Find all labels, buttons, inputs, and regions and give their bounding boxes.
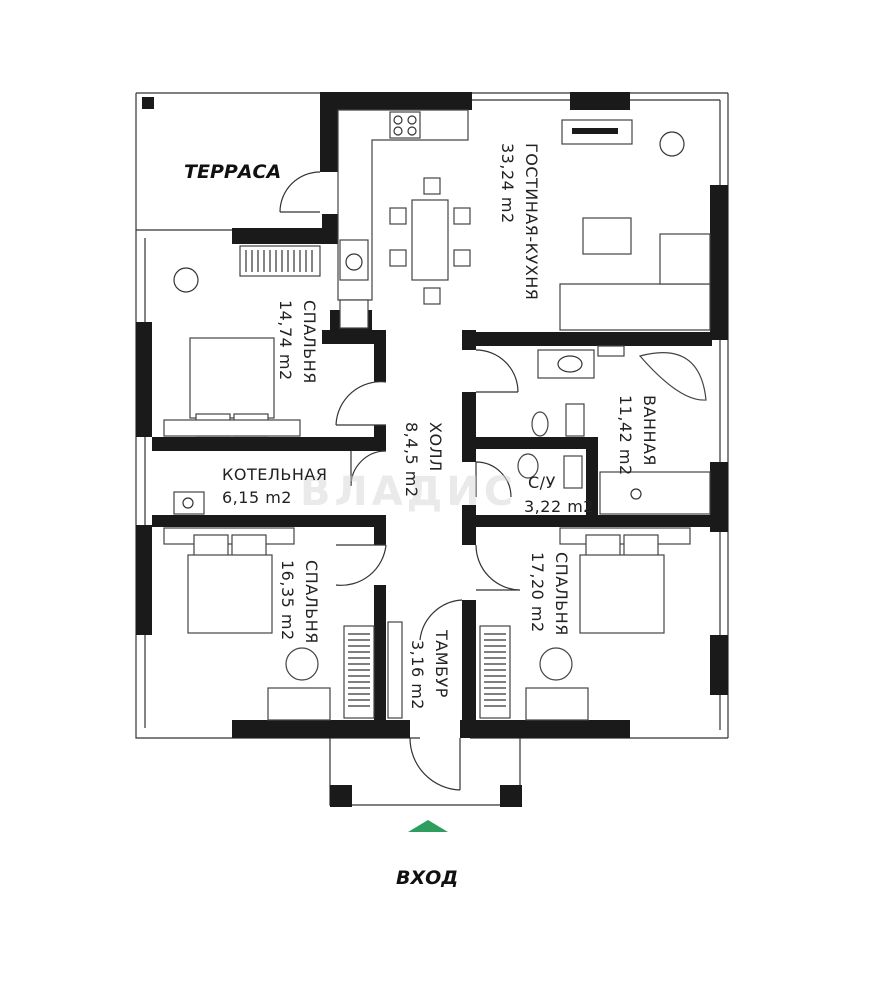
- wc-area: 3,22 m2: [524, 497, 594, 516]
- bedroom-1-area: 14,74 m2: [276, 300, 295, 381]
- bedroom-3-name: СПАЛЬНЯ: [552, 552, 571, 636]
- wc-name: С/У: [528, 473, 556, 492]
- hall-area: 8,4,5 m2: [402, 422, 421, 498]
- terrace-label: ТЕРРАСА: [184, 161, 281, 183]
- watermark: ВЛАДИС: [300, 469, 517, 515]
- boiler-room-area: 6,15 m2: [222, 488, 292, 507]
- bedroom-2-name: СПАЛЬНЯ: [302, 560, 321, 644]
- living-kitchen-name: ГОСТИНАЯ-КУХНЯ: [522, 143, 541, 300]
- walls: [136, 92, 728, 807]
- vestibule-name: ТАМБУР: [432, 629, 451, 698]
- bathroom-area: 11,42 m2: [616, 395, 635, 476]
- vestibule-area: 3,16 m2: [408, 640, 427, 710]
- bathroom-name: ВАННАЯ: [640, 395, 659, 466]
- entrance-label: ВХОД: [396, 867, 458, 889]
- living-kitchen-area: 33,24 m2: [498, 143, 517, 224]
- bedroom-1-name: СПАЛЬНЯ: [300, 300, 319, 384]
- entrance-arrow-icon: [408, 820, 448, 832]
- doors: [279, 171, 521, 791]
- boiler-room-name: КОТЕЛЬНАЯ: [222, 465, 327, 484]
- furniture: [163, 109, 711, 721]
- bedroom-3-area: 17,20 m2: [528, 552, 547, 633]
- hall-name: ХОЛЛ: [426, 422, 445, 472]
- room-labels: ТЕРРАСА ГОСТИНАЯ-КУХНЯ 33,24 m2 СПАЛЬНЯ …: [184, 143, 659, 710]
- bedroom-2-area: 16,35 m2: [278, 560, 297, 641]
